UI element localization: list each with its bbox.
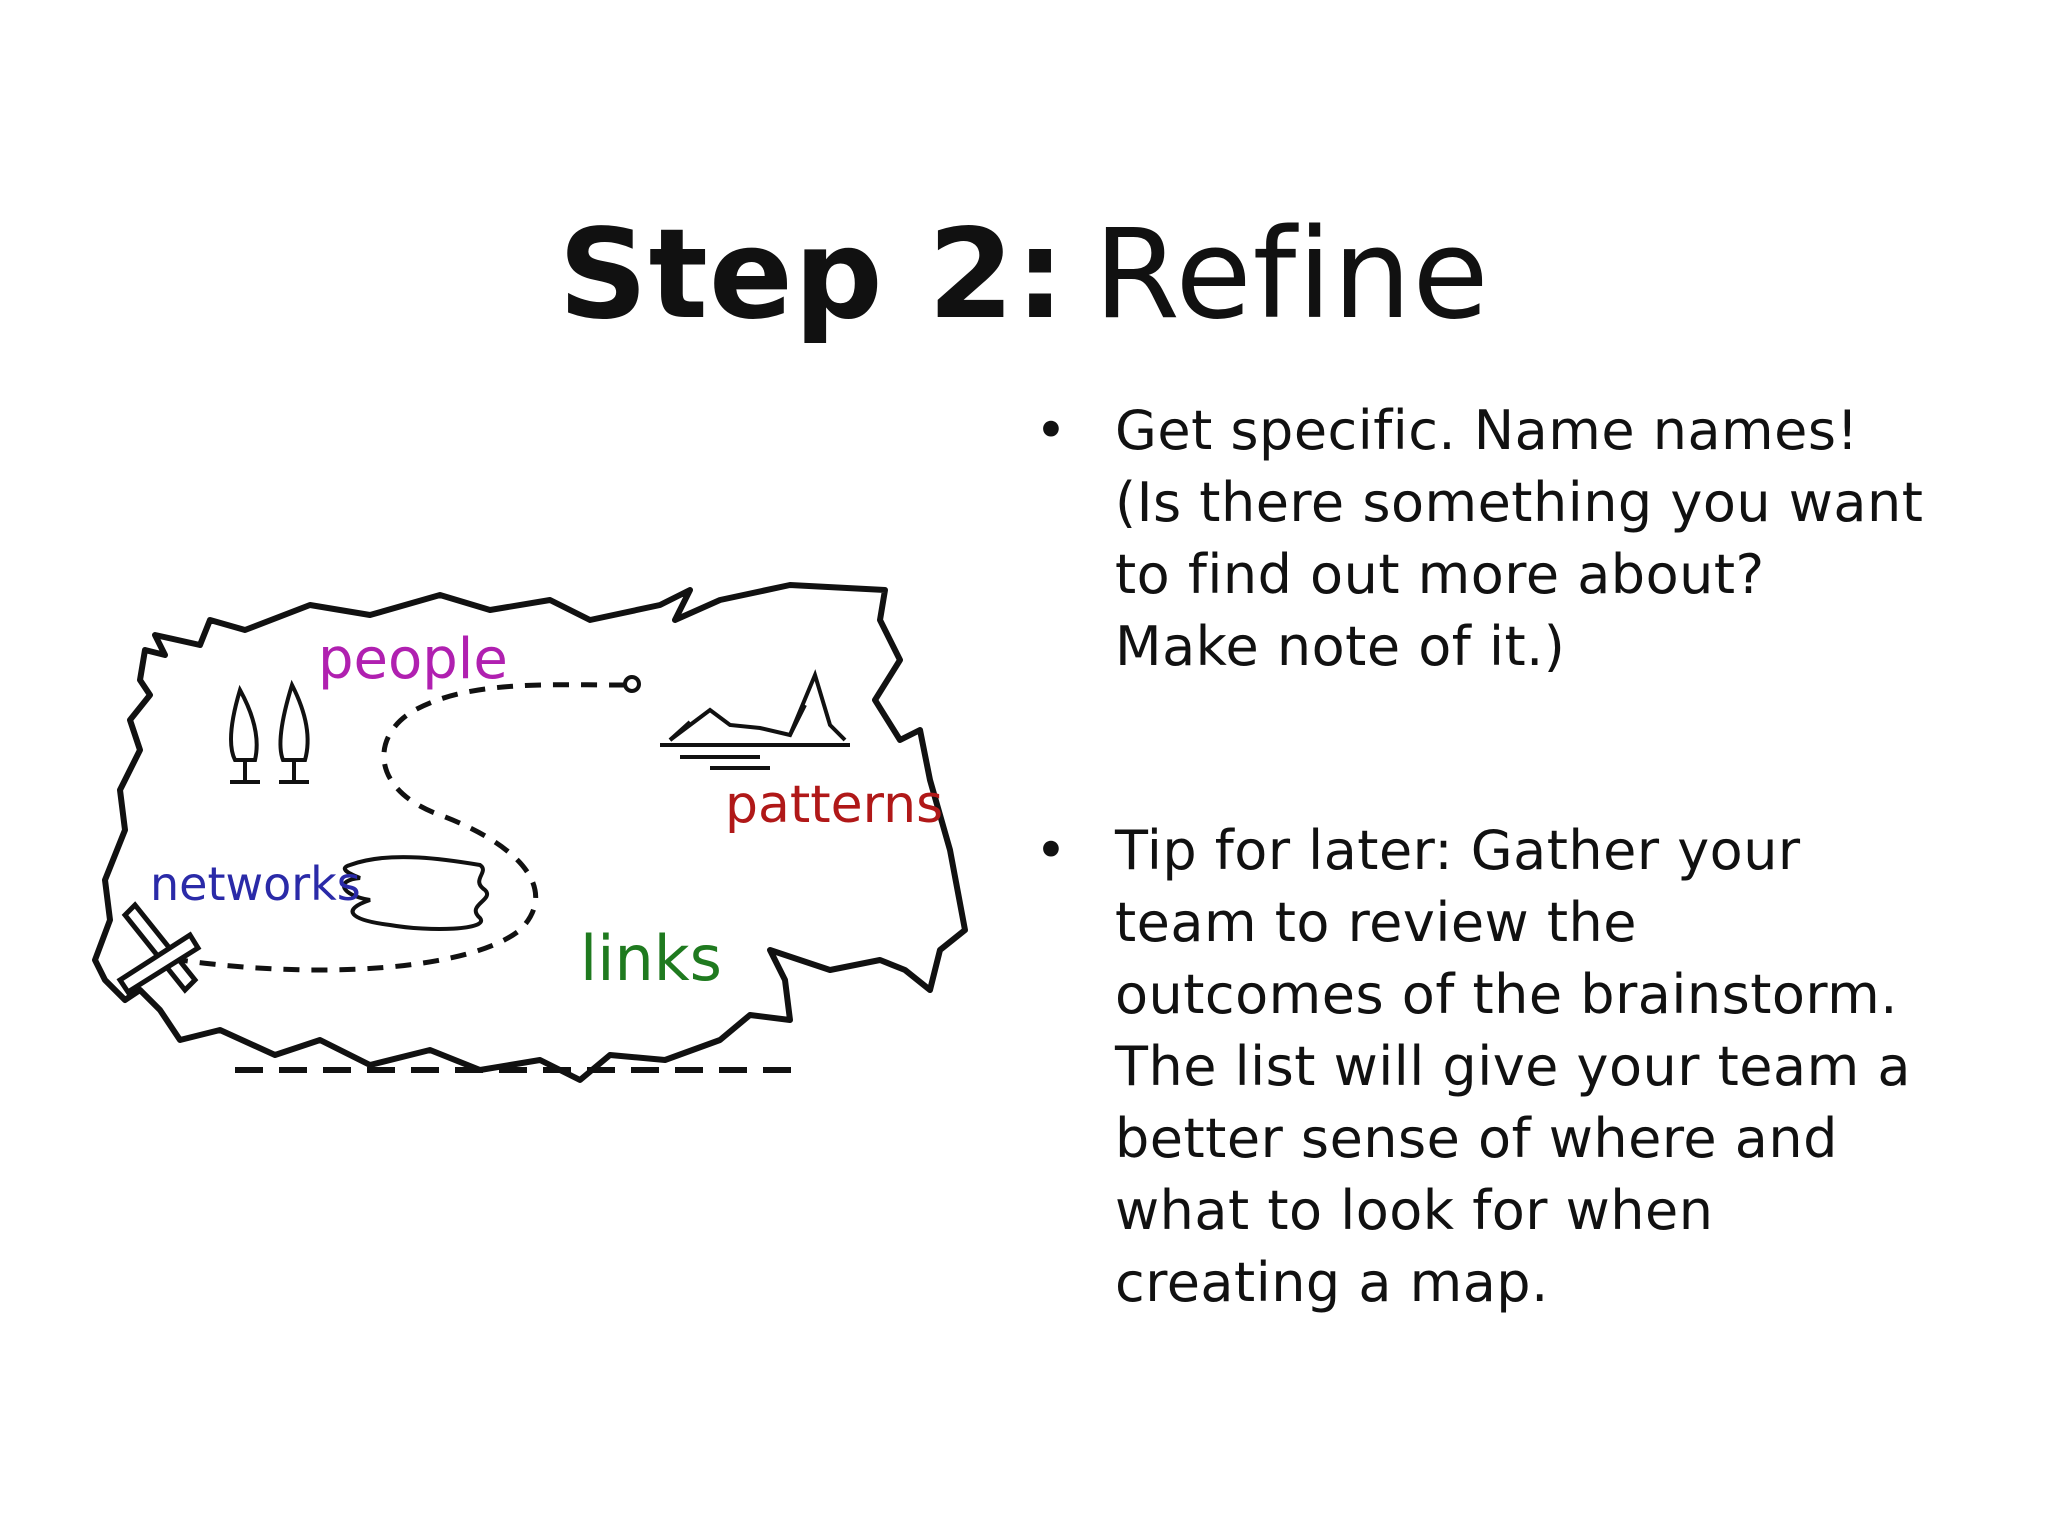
dashed-trail: [179, 682, 626, 973]
bullet-item: • Tip for later: Gather your team to rev…: [1035, 815, 2015, 1319]
mountain-icon: [668, 669, 847, 742]
x-marker-icon: [116, 901, 202, 996]
trail-start-dot: [623, 675, 641, 693]
treasure-map-illustration: people patterns networks links: [92, 582, 968, 1083]
bullet-line: to find out more about?: [1115, 543, 1765, 606]
label-networks: networks: [150, 857, 361, 911]
map-outline: [92, 582, 968, 1083]
bullet-list: • Get specific. Name names! (Is there so…: [1035, 395, 2015, 1319]
lake-icon: [660, 743, 850, 770]
bullet-line: what to look for when: [1115, 1179, 1714, 1242]
bullet-line: The list will give your team a: [1115, 1035, 1911, 1098]
bullet-line: Make note of it.): [1115, 615, 1566, 678]
title-refine: Refine: [1093, 203, 1490, 347]
label-links: links: [580, 922, 722, 995]
title-step: Step 2:: [558, 203, 1066, 347]
tree-icon: [229, 684, 260, 784]
bullet-dot: •: [1035, 399, 1068, 462]
bullet-line: Tip for later: Gather your: [1115, 819, 1801, 882]
label-people: people: [318, 627, 508, 692]
bullet-line: creating a map.: [1115, 1251, 1549, 1314]
bullet-item: • Get specific. Name names! (Is there so…: [1035, 395, 2015, 683]
slide-title: Step 2:Refine: [0, 200, 2048, 350]
pond-shape: [342, 855, 489, 932]
bullet-line: Get specific. Name names!: [1115, 399, 1859, 462]
label-patterns: patterns: [725, 775, 943, 835]
bullet-line: team to review the: [1115, 891, 1637, 954]
bullet-line: outcomes of the brainstorm.: [1115, 963, 1898, 1026]
tree-icon: [278, 679, 310, 784]
bullet-line: (Is there something you want: [1115, 471, 1924, 534]
bullet-line: better sense of where and: [1115, 1107, 1838, 1170]
bullet-dot: •: [1035, 819, 1068, 882]
